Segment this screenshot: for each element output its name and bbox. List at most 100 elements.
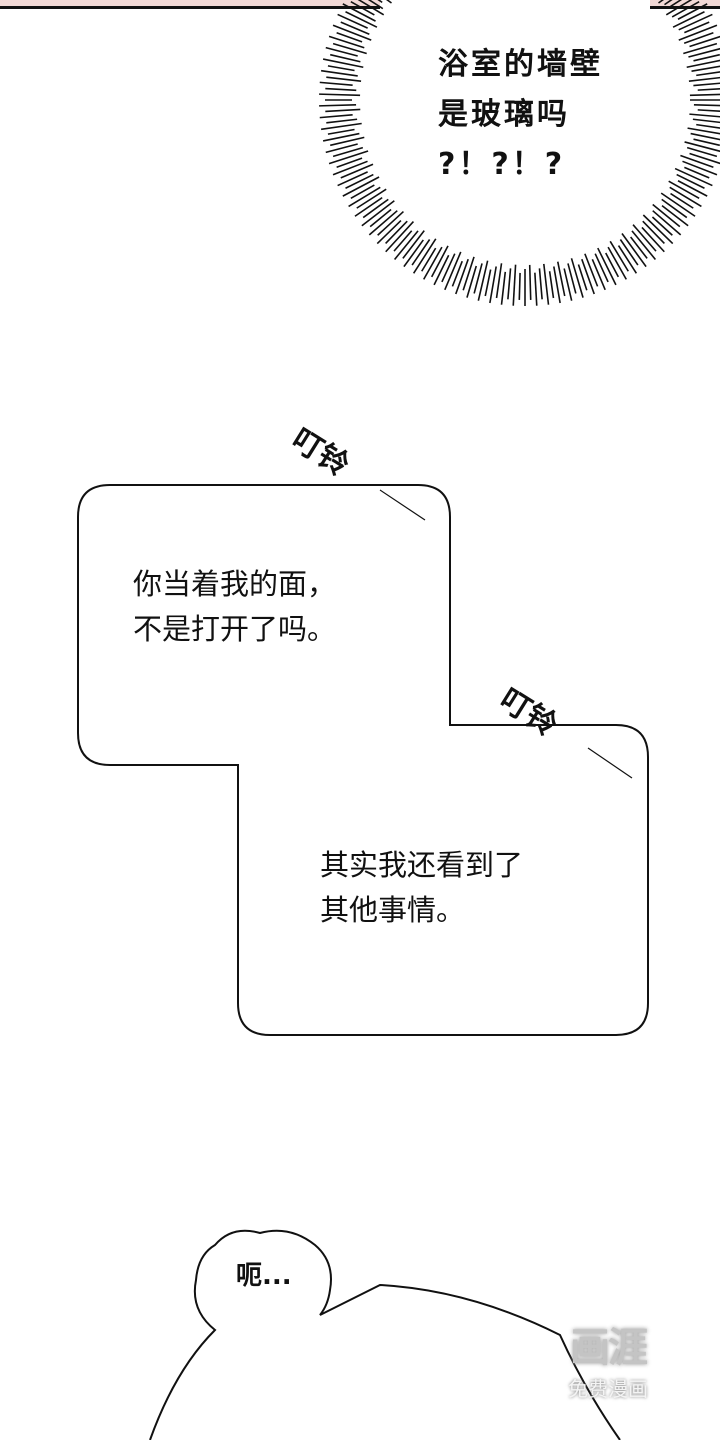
panel-border (0, 6, 380, 9)
burst-line (684, 166, 710, 179)
burst-line (377, 210, 404, 236)
burst-line (693, 53, 720, 62)
burst-line (385, 221, 415, 253)
burst-line (688, 47, 720, 58)
burst-line (337, 171, 368, 187)
burst-line (330, 136, 365, 147)
burst-line (336, 32, 363, 43)
burst-line (393, 230, 419, 260)
burst-line (693, 138, 720, 147)
burst-line (686, 146, 718, 158)
burst-line (411, 239, 431, 266)
burst-line (543, 263, 550, 305)
burst-line (528, 264, 532, 300)
burst-line (345, 173, 374, 189)
burst-line (689, 152, 720, 165)
burst-line (668, 180, 700, 200)
burst-line (325, 143, 358, 154)
burst-line (621, 233, 647, 268)
burst-line (696, 71, 720, 77)
burst-line (330, 53, 361, 63)
burst-line (630, 236, 648, 259)
burst-line (484, 269, 492, 297)
burst-line (696, 123, 720, 129)
burst-line (342, 176, 380, 197)
burst-line (332, 42, 367, 55)
burst-line (412, 238, 437, 274)
burst-line (473, 263, 483, 294)
burst-line (692, 118, 720, 124)
burst-line (328, 150, 369, 165)
burst-line (327, 65, 355, 72)
burst-line (466, 265, 478, 298)
burst-line (332, 146, 364, 158)
burst-line (376, 219, 402, 245)
burst-line (652, 203, 681, 228)
burst-line (357, 0, 385, 16)
burst-line (689, 93, 720, 97)
sfx-trail (379, 489, 426, 521)
burst-line (661, 198, 688, 219)
burst-lines (319, 0, 720, 306)
burst-line (345, 11, 378, 28)
burst-line (678, 24, 718, 41)
burst-line (678, 13, 713, 31)
burst-line (325, 108, 361, 113)
burst-line (683, 32, 714, 44)
burst-line (567, 263, 577, 294)
burst-line (660, 192, 696, 217)
burst-line (617, 245, 638, 274)
burst-line (605, 252, 620, 278)
previous-panel-strip (0, 0, 380, 7)
burst-line (512, 264, 517, 306)
burst-line (563, 268, 573, 301)
sfx-trail (587, 747, 633, 779)
burst-line (665, 0, 693, 16)
burst-line (690, 132, 720, 141)
burst-line (495, 263, 503, 299)
burst-line (393, 230, 413, 252)
burst-line (327, 128, 355, 135)
burst-line (683, 42, 718, 55)
burst-line (680, 154, 714, 168)
burst-line (350, 184, 375, 200)
burst-line (581, 258, 595, 295)
burst-line (430, 245, 449, 278)
burst-line (361, 200, 395, 227)
burst-line (451, 260, 463, 287)
burst-line (651, 216, 673, 236)
burst-line (691, 65, 720, 72)
burst-line (619, 239, 639, 266)
burst-line (354, 196, 383, 217)
burst-line (664, 0, 673, 6)
burst-line (689, 35, 720, 48)
burst-line (402, 230, 425, 259)
burst-line (441, 253, 456, 283)
burst-line (684, 141, 720, 153)
burst-line (670, 192, 694, 209)
burst-line (684, 21, 710, 34)
burst-line (350, 0, 375, 16)
burst-line (319, 81, 353, 86)
speech-bubble-cloud (149, 1229, 621, 1440)
burst-line (348, 186, 381, 208)
burst-line (697, 88, 720, 91)
burst-line (518, 272, 521, 300)
burst-line (367, 0, 384, 10)
burst-line (641, 226, 665, 253)
burst-line (322, 58, 364, 69)
burst-line (340, 163, 374, 179)
panel-border-right (650, 6, 720, 9)
speech-bubble-combined (77, 484, 649, 1036)
burst-line (672, 11, 705, 28)
burst-line (337, 13, 368, 29)
burst-line (385, 220, 408, 244)
burst-line (320, 69, 358, 77)
burst-line (677, 180, 708, 197)
speech-bubble-text-1: 你当着我的面， 不是打开了吗。 (133, 567, 337, 646)
burst-line (677, 3, 708, 20)
burst-line (687, 127, 720, 135)
burst-line (369, 208, 392, 228)
burst-line (319, 114, 353, 119)
burst-line (609, 240, 629, 272)
